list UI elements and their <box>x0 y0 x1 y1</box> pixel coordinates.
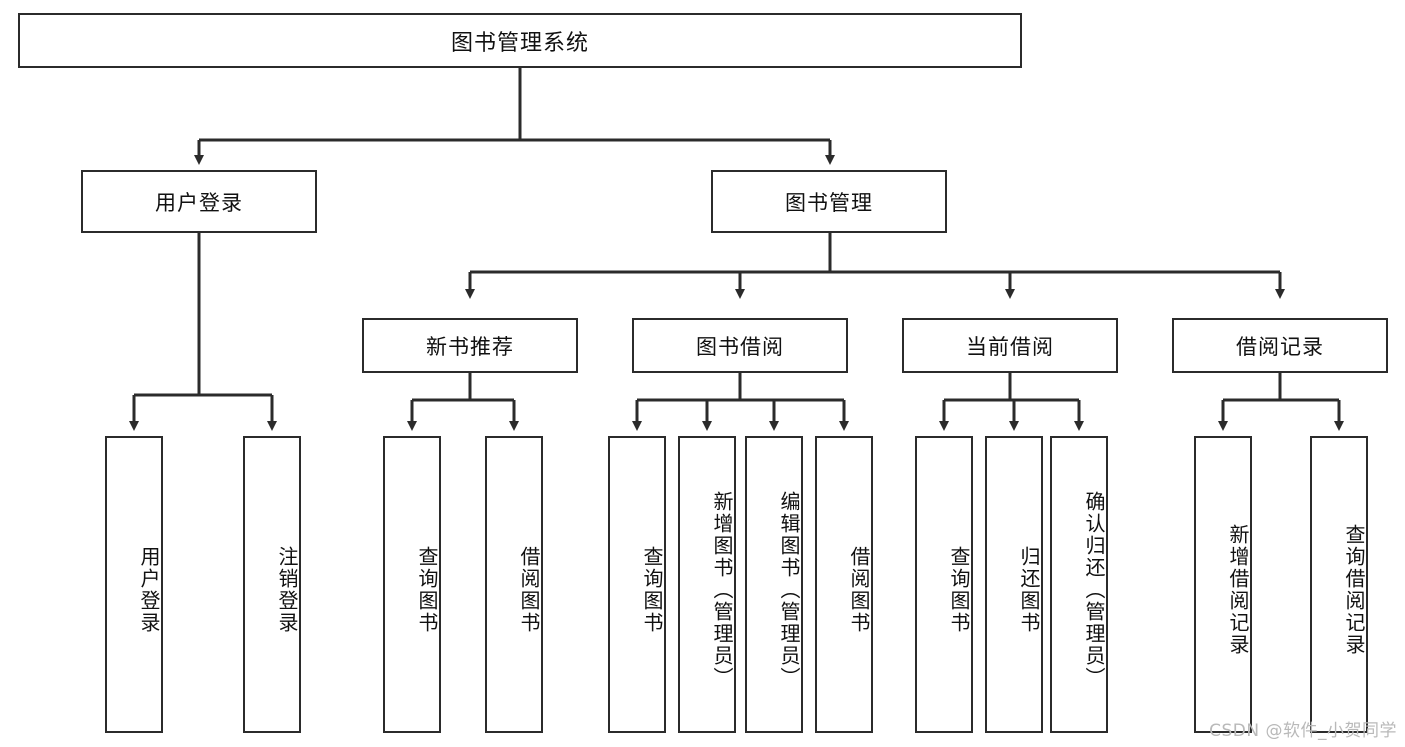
node-current-borrow[interactable]: 当前借阅 <box>902 318 1118 373</box>
leaf-current-return-book[interactable]: 归还图书 <box>985 436 1043 733</box>
leaf-user-login-login[interactable]: 用户登录 <box>105 436 163 733</box>
csdn-watermark: CSDN @软件_小贺同学 <box>1209 721 1397 741</box>
node-label: 借阅记录 <box>1236 334 1324 359</box>
node-label: 用户登录 <box>155 190 243 215</box>
node-label: 查询图书 <box>640 545 664 634</box>
node-label: 图书借阅 <box>696 334 784 359</box>
node-label: 新增借阅记录 <box>1226 523 1250 656</box>
node-user-login[interactable]: 用户登录 <box>81 170 317 233</box>
leaf-user-login-logout[interactable]: 注销登录 <box>243 436 301 733</box>
leaf-recommend-borrow-book[interactable]: 借阅图书 <box>485 436 543 733</box>
node-label: 图书管理 <box>785 190 873 215</box>
node-label: 借阅图书 <box>517 545 541 634</box>
node-root-system[interactable]: 图书管理系统 <box>18 13 1022 68</box>
node-label: 借阅图书 <box>847 545 871 634</box>
node-book-management[interactable]: 图书管理 <box>711 170 947 233</box>
node-label: 新增图书（管理员） <box>710 490 734 689</box>
node-label: 确认归还（管理员） <box>1082 490 1106 689</box>
node-label: 用户登录 <box>137 545 161 634</box>
node-book-borrow[interactable]: 图书借阅 <box>632 318 848 373</box>
leaf-borrow-borrow-book[interactable]: 借阅图书 <box>815 436 873 733</box>
node-label: 编辑图书（管理员） <box>777 490 801 689</box>
node-label: 查询图书 <box>415 545 439 634</box>
node-label: 查询借阅记录 <box>1342 523 1366 656</box>
node-borrow-record[interactable]: 借阅记录 <box>1172 318 1388 373</box>
leaf-current-query-book[interactable]: 查询图书 <box>915 436 973 733</box>
node-label: 图书管理系统 <box>450 30 589 56</box>
node-label: 查询图书 <box>947 545 971 634</box>
leaf-borrow-query-book[interactable]: 查询图书 <box>608 436 666 733</box>
leaf-borrow-add-book[interactable]: 新增图书（管理员） <box>678 436 736 733</box>
leaf-record-add-record[interactable]: 新增借阅记录 <box>1194 436 1252 733</box>
node-label: 归还图书 <box>1017 545 1041 634</box>
leaf-recommend-query-book[interactable]: 查询图书 <box>383 436 441 733</box>
leaf-borrow-edit-book[interactable]: 编辑图书（管理员） <box>745 436 803 733</box>
node-label: 当前借阅 <box>966 334 1054 359</box>
leaf-current-confirm-return[interactable]: 确认归还（管理员） <box>1050 436 1108 733</box>
node-new-book-recommend[interactable]: 新书推荐 <box>362 318 578 373</box>
leaf-record-query-record[interactable]: 查询借阅记录 <box>1310 436 1368 733</box>
node-label: 新书推荐 <box>426 334 514 359</box>
node-label: 注销登录 <box>275 545 299 634</box>
